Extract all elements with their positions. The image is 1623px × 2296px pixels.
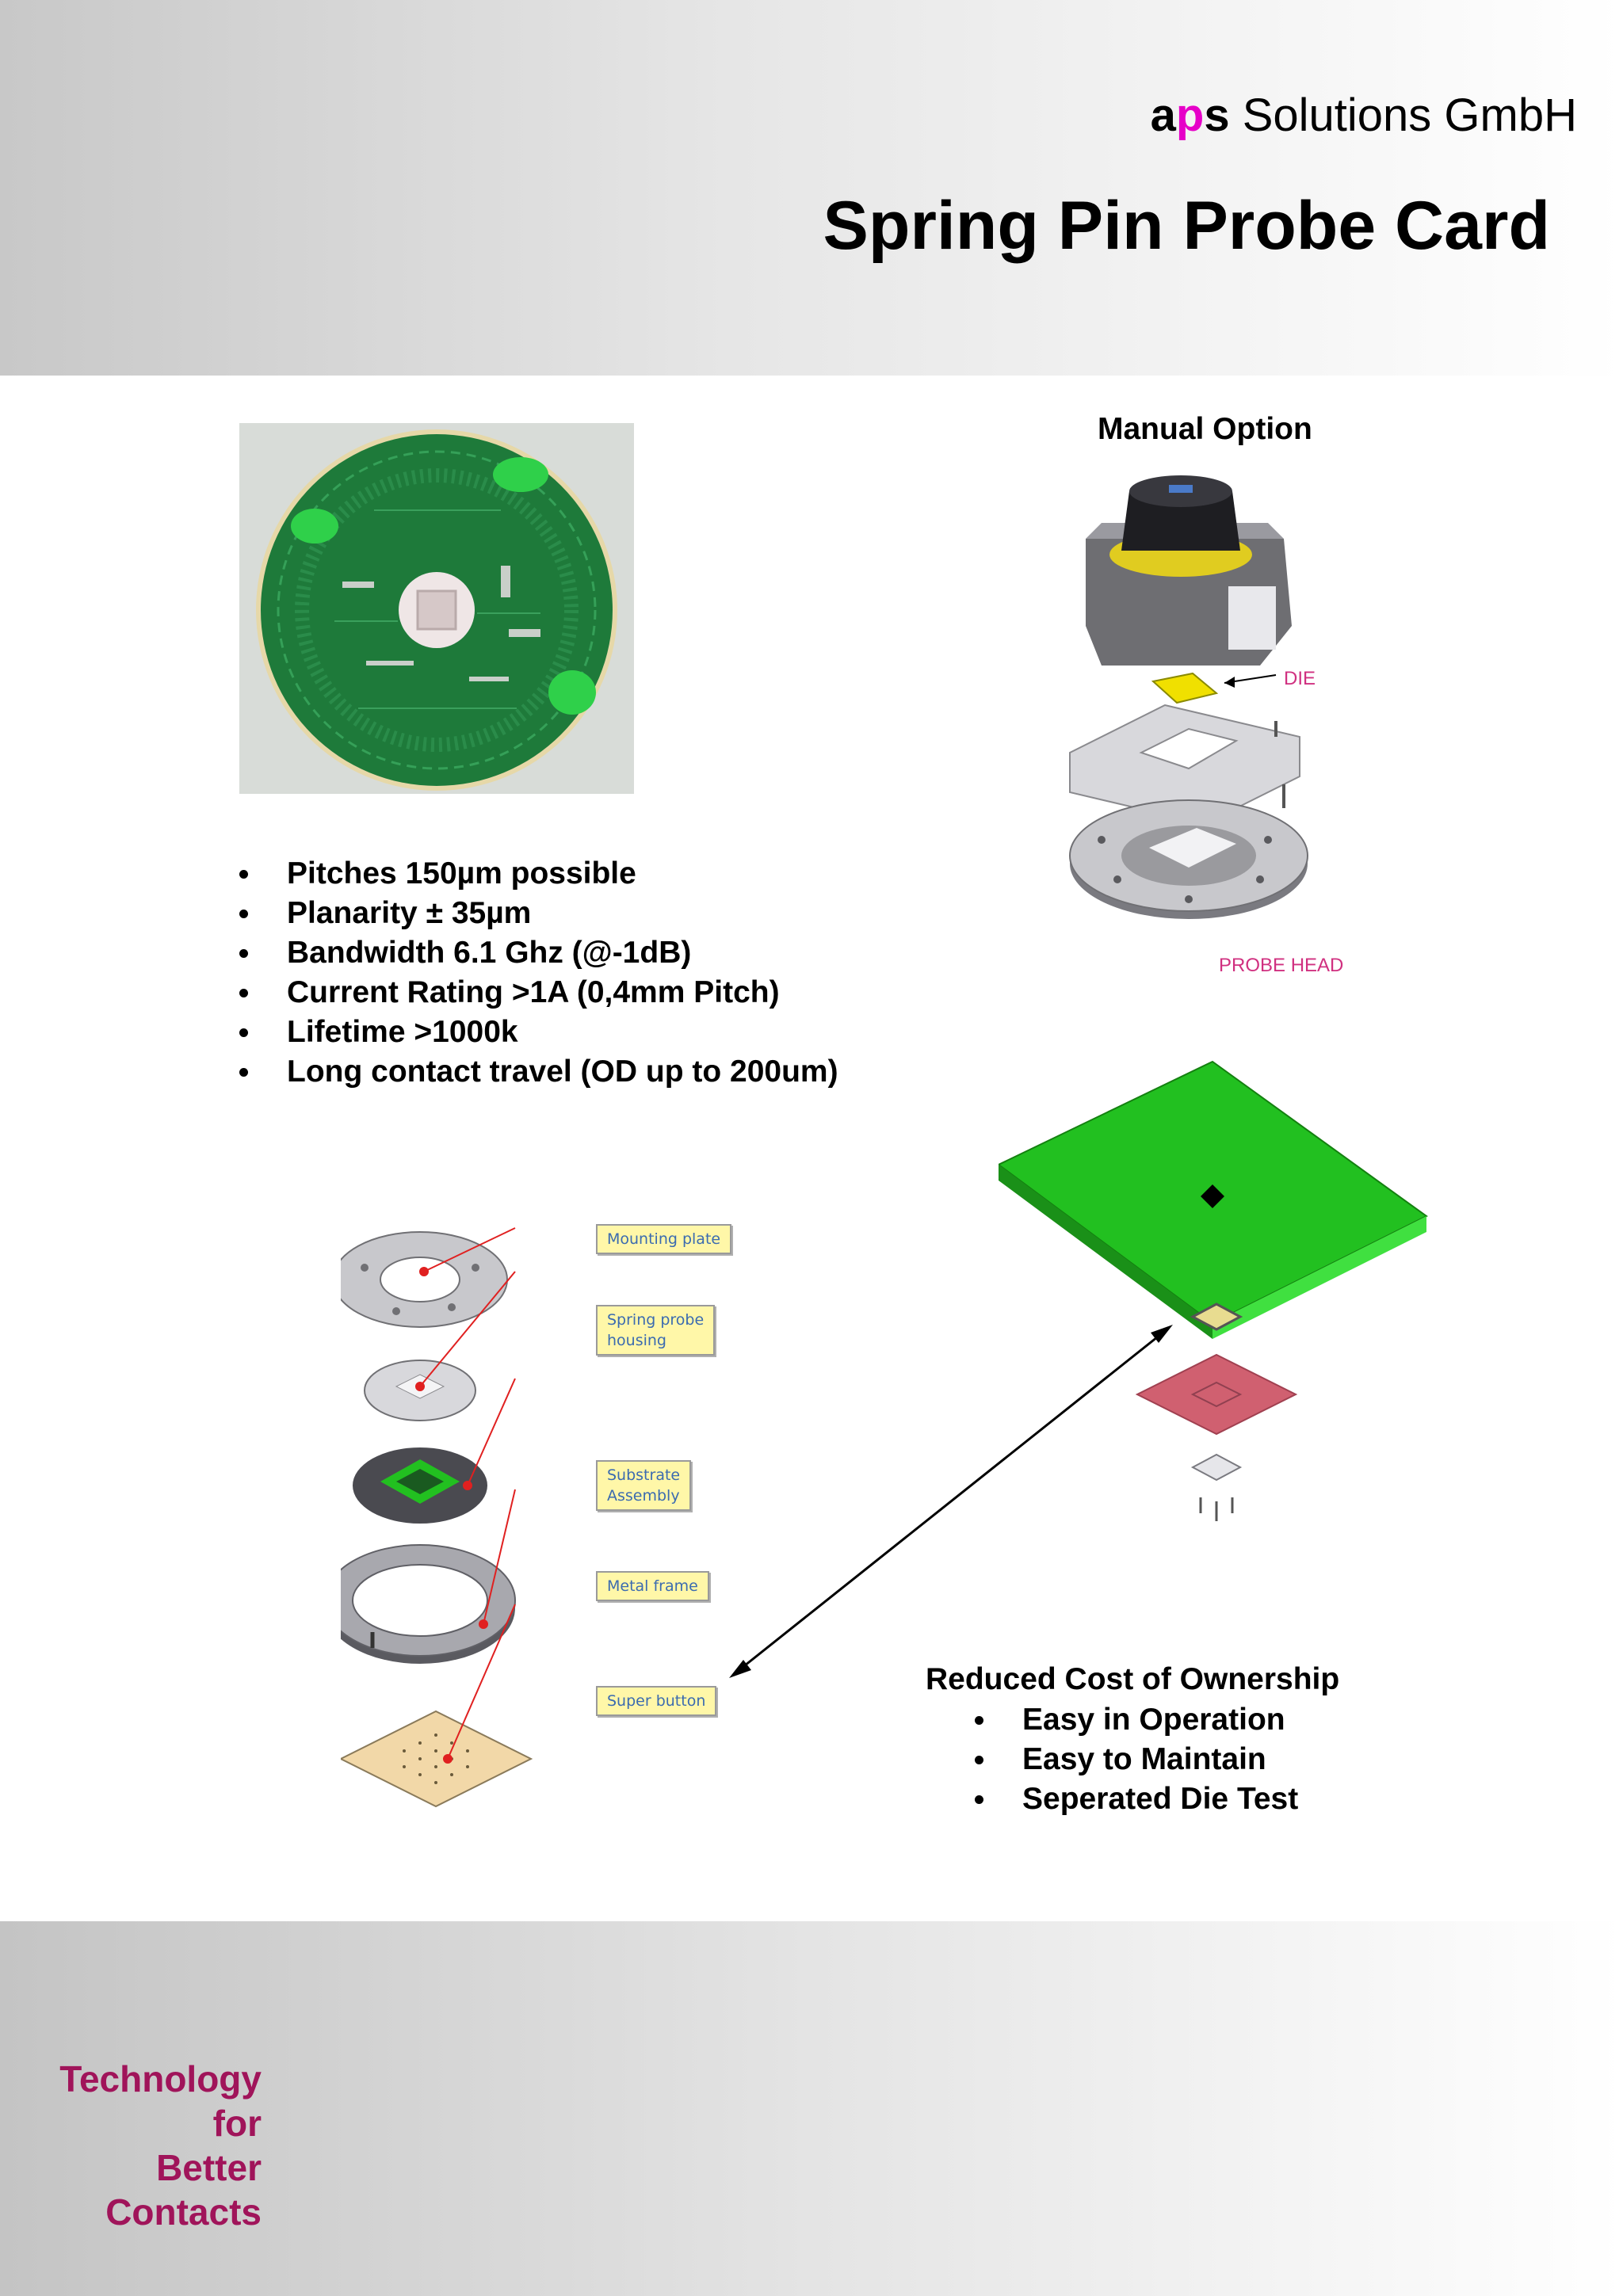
list-item: Lifetime >1000k xyxy=(238,1013,838,1052)
callout-spring-probe-housing: Spring probe housing xyxy=(596,1305,716,1356)
callout-metal-frame: Metal frame xyxy=(596,1571,709,1601)
company-suffix: Solutions GmbH xyxy=(1229,90,1577,141)
callout-super-button: Super button xyxy=(596,1686,717,1716)
company-name: aps Solutions GmbH xyxy=(1151,89,1577,142)
double-arrow xyxy=(729,1325,1173,1678)
tagline-line: Better xyxy=(156,2147,262,2188)
callout-label: Mounting plate xyxy=(607,1230,721,1248)
ownership-title: Reduced Cost of Ownership xyxy=(926,1662,1340,1696)
list-item: Pitches 150µm possible xyxy=(238,854,838,894)
callout-label: Spring probe xyxy=(607,1311,705,1329)
footer-band xyxy=(0,1921,1623,2296)
feature-list: Pitches 150µm possible Planarity ± 35µm … xyxy=(238,854,838,1092)
callout-label: Super button xyxy=(607,1692,706,1710)
tagline-line: Technology xyxy=(59,2058,262,2100)
list-item: Long contact travel (OD up to 200um) xyxy=(238,1052,838,1092)
probe-card-stack-diagram xyxy=(999,1060,1428,1521)
callout-mounting-plate: Mounting plate xyxy=(596,1224,732,1254)
company-letter-s: s xyxy=(1204,90,1230,141)
list-item: Easy to Maintain xyxy=(973,1740,1298,1779)
list-item: Bandwidth 6.1 Ghz (@-1dB) xyxy=(238,933,838,973)
list-item: Seperated Die Test xyxy=(973,1779,1298,1819)
tagline-line: for xyxy=(212,2103,262,2144)
ownership-list: Easy in Operation Easy to Maintain Seper… xyxy=(973,1700,1298,1819)
callout-label: housing xyxy=(607,1332,666,1349)
callout-label: Assembly xyxy=(607,1487,680,1505)
list-item: Current Rating >1A (0,4mm Pitch) xyxy=(238,973,838,1013)
manual-option-diagram: DIE PROBE HEAD xyxy=(1069,475,1343,976)
probe-head-label: PROBE HEAD xyxy=(1219,955,1343,976)
tagline-line: Contacts xyxy=(105,2191,262,2233)
tagline: Technology for Better Contacts xyxy=(59,2057,262,2234)
manual-option-title: Manual Option xyxy=(1098,412,1312,446)
page-title: Spring Pin Probe Card xyxy=(823,188,1550,264)
callout-label: Substrate xyxy=(607,1466,681,1484)
callout-label: Metal frame xyxy=(607,1577,698,1595)
company-letter-p: p xyxy=(1175,90,1205,141)
die-label: DIE xyxy=(1284,668,1316,689)
pcb-photo xyxy=(239,423,634,794)
company-letter-a: a xyxy=(1150,90,1176,141)
list-item: Easy in Operation xyxy=(973,1700,1298,1740)
list-item: Planarity ± 35µm xyxy=(238,894,838,933)
exploded-view-diagram xyxy=(341,1227,533,1808)
header-band xyxy=(0,0,1623,376)
